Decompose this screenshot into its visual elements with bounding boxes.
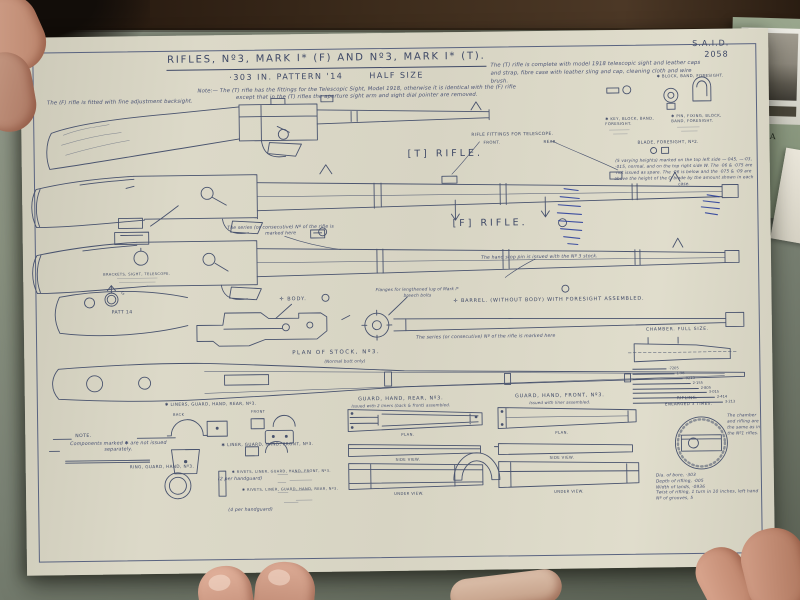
block-band-foresight-label: ✱ BLOCK, BAND, FORESIGHT. (656, 72, 724, 79)
rivets-rear-qty: (4 per handguard) (228, 507, 273, 514)
liners-rear-label: ✱ LINERS, GUARD, HAND, REAR, Nº3. (164, 400, 257, 407)
series-number-note-upper: The series (or consecutive) Nº of the ri… (227, 224, 334, 237)
butt-g-mark: G (121, 290, 125, 296)
flange-note: Flanges for lengthened lug of Mark I* br… (375, 286, 460, 298)
telescope-bracket-detail-drawing (114, 205, 179, 283)
fingernail (267, 568, 291, 587)
guard-front-plan-label: PLAN. (555, 429, 569, 435)
stock-plan-sub: (Normal butt only) (324, 358, 366, 364)
f-rifle-label: [F] RIFLE. (452, 217, 528, 230)
guard-hand-front-drawing (494, 407, 640, 489)
chamber-dim: 1·56 (676, 371, 685, 376)
liner-parts-drawings (164, 414, 501, 503)
t-rifle-closeup-drawing (46, 95, 490, 170)
key-block-label: ✱ KEY, BLOCK, BAND, FORESIGHT. (605, 115, 655, 127)
shelf-edge-shadow (0, 28, 800, 32)
poster-sheet: S.A.I.D. 2058 RIFLES, Nº3, MARK I* (F) A… (20, 28, 776, 576)
rifling-same-note: The chamber and rifling are the same as … (727, 412, 761, 436)
f-rifle-full-drawing (32, 229, 740, 302)
pin-fixing-label: ✱ PIN, FIXING, BLOCK, BAND, FORESIGHT. (671, 112, 722, 124)
stock-plan-title: PLAN OF STOCK, Nº3. (292, 349, 381, 357)
body-detail-drawing (196, 303, 351, 347)
bottom-note-body: Components marked ✱ are not issued separ… (70, 440, 167, 454)
guard-rear-side-label: SIDE VIEW. (395, 456, 421, 462)
subtitle-scale: HALF SIZE (369, 70, 424, 81)
rifling-specs: Dia. of bore, ·303 Depth of rifling, ·00… (655, 472, 759, 502)
guard-hand-rear-drawing (347, 409, 484, 490)
ring-guard-label: RING, GUARD, HAND, Nº3. (129, 463, 195, 470)
butt-marking-drawing (54, 285, 189, 337)
rifling-enlarged-drawing (674, 416, 728, 470)
finger-bottom-center (448, 567, 564, 600)
pen-scribble-annotation (556, 188, 720, 246)
guard-rear-plan-label: PLAN. (401, 431, 415, 437)
liner-front-label: FRONT (250, 409, 266, 414)
fingernail (207, 573, 232, 593)
chamber-full-size-drawing (627, 336, 737, 363)
rivets-front-qty: (2 per handguard) (217, 476, 263, 483)
guard-rear-under-label: UNDER VIEW. (394, 490, 424, 496)
barrel-with-foresight-drawing (361, 296, 745, 341)
rifling-subtitle: ENLARGED 3 TIMES. (664, 400, 713, 407)
fittings-front-label: FRONT. (483, 139, 501, 145)
guard-front-under-label: UNDER VIEW. (554, 488, 584, 494)
foresight-icons (606, 76, 712, 154)
subtitle-caliber: ·303 IN. PATTERN '14 (229, 71, 344, 83)
bracket-label: BRACKETS, SIGHT, TELESCOPE. (103, 271, 171, 277)
chamber-title: CHAMBER. FULL SIZE. (645, 326, 710, 333)
body-label: ✛ BODY. (279, 296, 307, 303)
blade-foresight-label: BLADE, FORESIGHT, Nº2. (637, 138, 699, 145)
stock-plan-drawing (52, 362, 746, 402)
butt-pattern-mark: PATT 14 (111, 310, 133, 316)
t-rifle-full-drawing (31, 164, 739, 237)
liner-guard-front-label: ✱ LINER, GUARD, HAND, FRONT, Nº3. (221, 440, 314, 448)
telescope-fittings-heading: RIFLE FITTINGS FOR TELESCOPE. (471, 131, 554, 138)
fittings-rear-label: REAR. (543, 138, 558, 144)
leader-lines (284, 140, 619, 278)
note-rules (49, 437, 198, 464)
said-number: S.A.I.D. 2058 (692, 39, 729, 61)
technical-lineart (31, 76, 746, 503)
guard-front-side-label: SIDE VIEW. (549, 454, 575, 460)
t-rifle-label: [T] RIFLE. (407, 147, 484, 160)
said-line1: S.A.I.D. (692, 38, 730, 48)
liner-back-label: BACK (172, 412, 185, 417)
blade-heights-note: (5 varying heights) marked on the top le… (614, 156, 754, 187)
bottom-note-heading: NOTE. (75, 433, 92, 440)
chamber-dim: 3·213 (724, 399, 736, 404)
